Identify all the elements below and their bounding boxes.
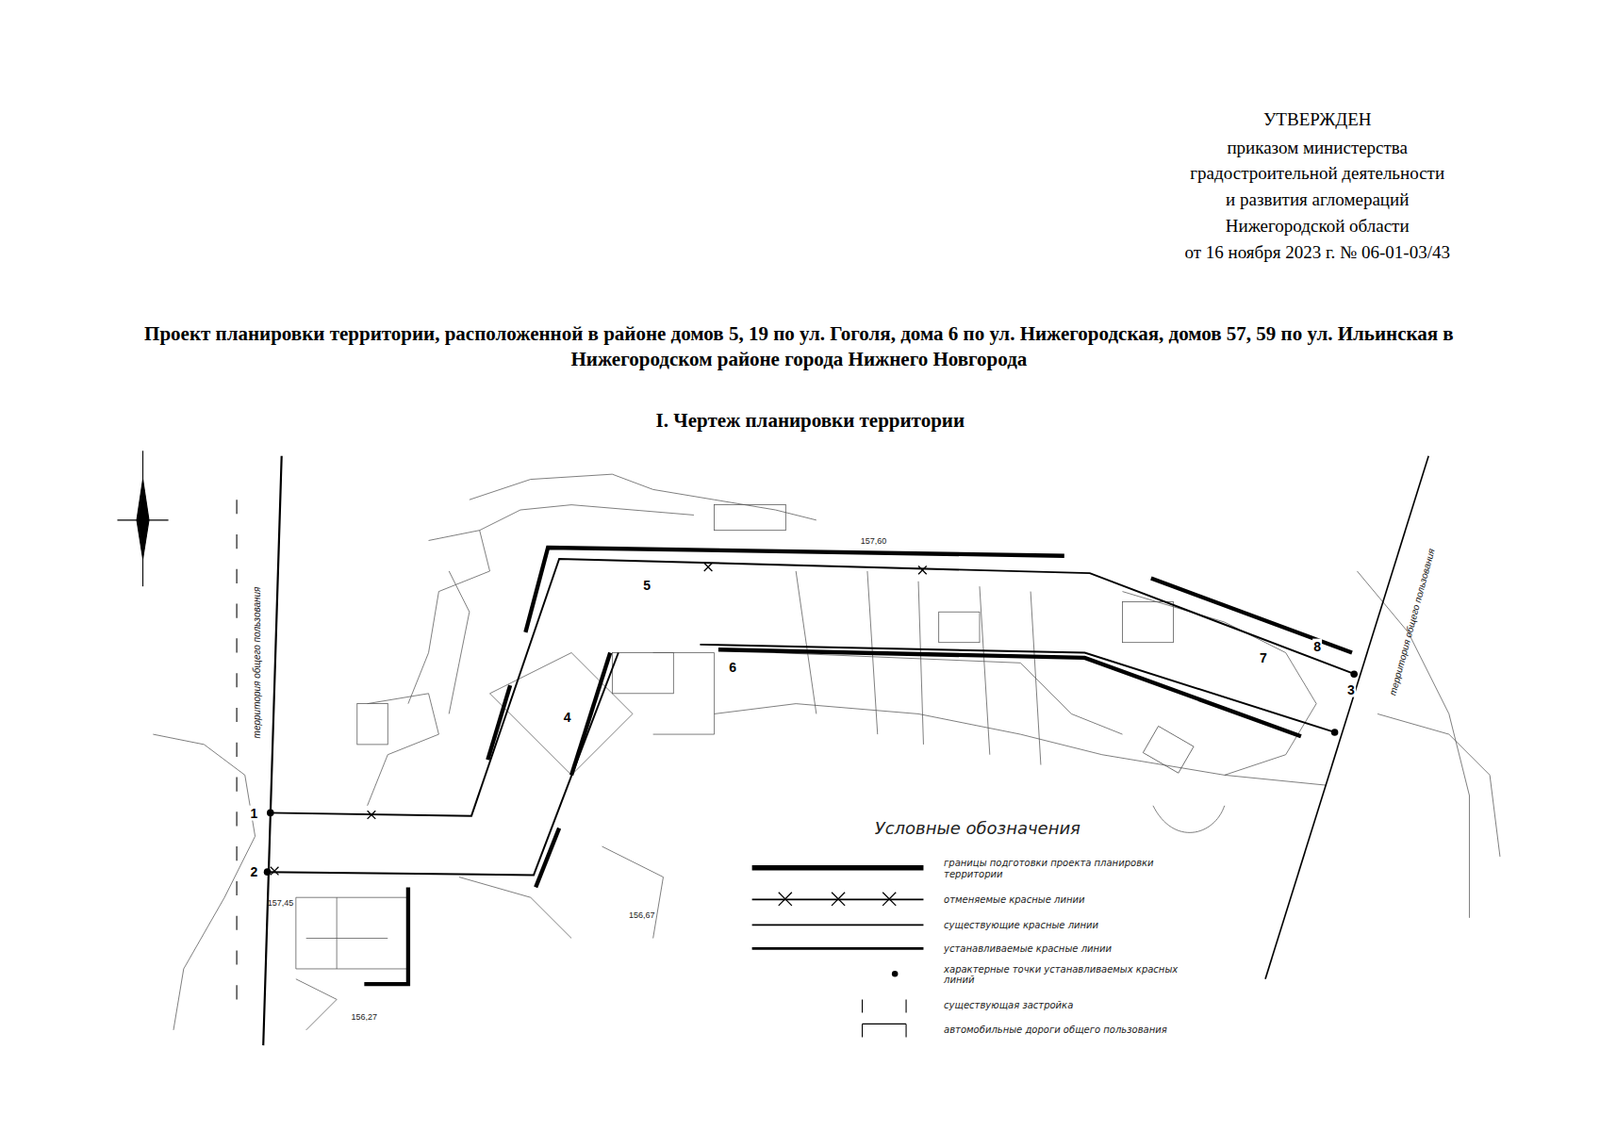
legend-text: границы подготовки проекта планировки те… <box>943 857 1180 880</box>
red-line <box>267 559 1353 875</box>
approval-line: Нижегородской области <box>1225 215 1410 238</box>
approval-line: и развития агломераций <box>1225 189 1409 212</box>
elevation-mark: 156,27 <box>351 1012 379 1023</box>
approval-line: от 16 ноября 2023 г. № 06-01-03/43 <box>1184 242 1450 264</box>
point-number: 1 <box>249 805 260 822</box>
north-arrow <box>116 450 168 587</box>
survey-details <box>152 474 1501 1031</box>
elevation-mark: 157,45 <box>267 897 295 908</box>
section-heading: I. Чертеж планировки территории <box>656 409 965 433</box>
area-label: территория общего пользования <box>1386 547 1437 697</box>
point-number: 5 <box>642 577 652 594</box>
approval-line: градостроительной деятельности <box>1189 163 1445 185</box>
point-number: 6 <box>727 659 738 676</box>
approval-line: приказом министерства <box>1226 137 1408 160</box>
legend-text: характерные точки устанавливаемых красны… <box>943 963 1180 986</box>
boundary-point <box>263 670 1358 875</box>
point-number: 8 <box>1312 639 1322 656</box>
elevation-mark: 156,67 <box>628 909 656 921</box>
legend-text: устанавливаемые красные линии <box>943 943 1180 956</box>
area-label: территория общего пользования <box>251 587 264 740</box>
point-number: 3 <box>1346 681 1356 698</box>
point-number: 2 <box>249 864 260 881</box>
cancelled-marks <box>270 562 927 875</box>
approval-heading: УТВЕРЖДЕН <box>1263 108 1372 131</box>
document-title: Проект планировки территории, расположен… <box>129 321 1469 374</box>
elevation-mark: 157,60 <box>860 535 888 546</box>
point-number: 7 <box>1258 650 1269 667</box>
legend-samples <box>752 868 924 1039</box>
legend-text: существующая застройка <box>943 1000 1180 1012</box>
point-number: 4 <box>562 709 573 726</box>
legend-text: автомобильные дороги общего пользования <box>943 1024 1180 1037</box>
planning-boundary <box>363 547 1353 985</box>
legend-heading: Условные обозначения <box>874 818 1081 840</box>
legend-text: существующие красные линии <box>943 920 1180 932</box>
road-line <box>236 456 1429 1046</box>
legend-text: отменяемые красные линии <box>943 894 1180 907</box>
